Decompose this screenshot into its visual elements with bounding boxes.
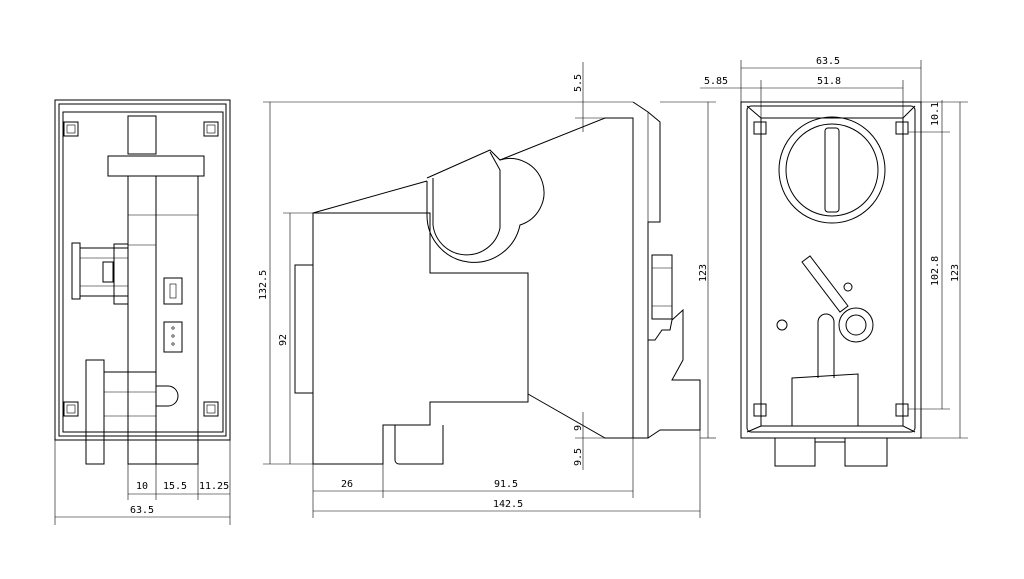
dim-142-5: 142.5 [493, 499, 523, 510]
coin-chute-inner [432, 151, 501, 256]
coin-knob-inner [785, 123, 879, 217]
side-column [155, 175, 199, 465]
back-screw-tl [753, 121, 767, 135]
side-sloped-housing [312, 117, 634, 439]
dim-63-5-front: 63.5 [130, 505, 154, 516]
foot-left [774, 437, 816, 467]
back-screw-br [895, 403, 909, 417]
front-view: 10 15.5 11.25 63.5 [54, 99, 231, 525]
front-panel [62, 111, 224, 433]
coin-slot-top [127, 115, 157, 155]
dip-switch [163, 277, 183, 305]
back-bevel [746, 105, 916, 433]
dim-26: 26 [341, 479, 353, 490]
screw-top-right [203, 121, 219, 137]
button-flange-lower [85, 359, 105, 465]
dim-10-1: 10.1 [930, 102, 941, 126]
dim-51-8: 51.8 [817, 76, 841, 87]
side-plate [294, 264, 314, 394]
lever-hub-outer [838, 307, 874, 343]
bezel-bracket [647, 308, 701, 439]
front-outer-case [54, 99, 231, 441]
back-screw-bl [753, 403, 767, 417]
dim-63-5-back: 63.5 [816, 56, 840, 67]
dim-9: 9 [573, 425, 584, 431]
back-screw-tr [895, 121, 909, 135]
bottom-tab [394, 425, 444, 465]
back-inner-frame [746, 105, 916, 433]
mount-hole [776, 319, 788, 331]
coin-return-cup [791, 373, 859, 427]
dim-92: 92 [278, 334, 289, 346]
return-chute [817, 313, 835, 378]
screw-bottom-left [63, 401, 79, 417]
center-column [127, 175, 157, 465]
dim-10: 10 [136, 481, 148, 492]
dim-15-5: 15.5 [163, 481, 187, 492]
dim-132-5: 132.5 [258, 270, 269, 300]
screw-top-left [63, 121, 79, 137]
foot-right [844, 437, 888, 467]
dim-5-85: 5.85 [704, 76, 728, 87]
back-view: 63.5 5.85 51.8 10.1 102.8 123 [700, 56, 968, 467]
side-view: 5.5 132.5 92 123 9 9.5 26 91.5 142.5 [258, 62, 716, 518]
coin-knob-outer [778, 116, 886, 224]
dim-123-back: 123 [950, 264, 961, 282]
front-bezel [632, 101, 661, 439]
dim-9-5: 9.5 [573, 448, 584, 466]
connector-block [163, 321, 183, 353]
lever-hub-inner [845, 314, 867, 336]
dim-11-25: 11.25 [199, 481, 229, 492]
back-outer-case [740, 101, 922, 439]
dim-5-5: 5.5 [573, 74, 584, 92]
side-main-body [312, 212, 529, 465]
button-body-lower [103, 371, 157, 437]
reject-lever [801, 255, 849, 313]
coin-chute-outer [426, 149, 545, 263]
screw-bottom-right [203, 401, 219, 417]
dim-91-5: 91.5 [494, 479, 518, 490]
button-body-upper [79, 247, 129, 297]
coin-knob-slot [824, 127, 840, 213]
button-flange-upper [71, 242, 81, 300]
pivot-hole [843, 282, 853, 292]
top-bar [107, 155, 205, 177]
lever-tip [156, 385, 179, 407]
dim-123-side: 123 [698, 264, 709, 282]
dim-102-8: 102.8 [930, 256, 941, 286]
bezel-connector [651, 254, 673, 320]
